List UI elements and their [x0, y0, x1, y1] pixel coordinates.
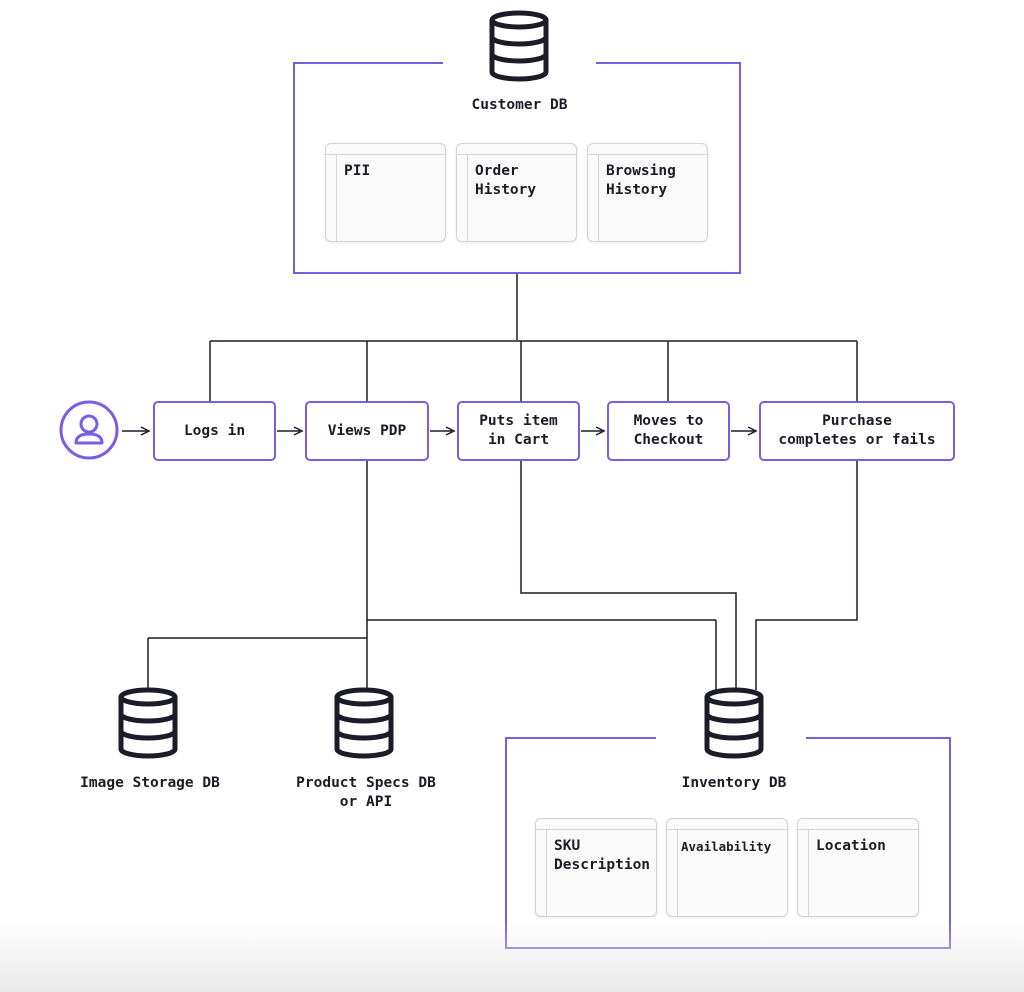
step-puts-item-in-cart: Puts item in Cart	[457, 401, 580, 461]
image-storage-db-title: Image Storage DB	[80, 775, 220, 791]
inventory-card-location: Location	[797, 818, 919, 917]
bottom-fade	[0, 922, 1024, 992]
customer-card-pii: PII	[325, 143, 446, 242]
step-label: Logs in	[183, 422, 246, 439]
step-label: Purchase completes or fails	[778, 413, 936, 448]
database-icon	[704, 687, 764, 759]
database-icon	[118, 687, 178, 759]
inventory-db-title: Inventory DB	[681, 775, 787, 791]
card-label: Browsing History	[606, 163, 676, 198]
card-label: PII	[344, 163, 371, 179]
database-icon	[334, 687, 394, 759]
step-label: Views PDP	[327, 422, 407, 439]
customer-db-title: Customer DB	[471, 97, 568, 113]
step-views-pdp: Views PDP	[305, 401, 429, 461]
inventory-card-availability: Availability	[666, 818, 788, 917]
customer-card-order-history: Order History	[456, 143, 577, 242]
inventory-card-sku-description: SKU Description	[535, 818, 657, 917]
database-icon	[489, 10, 549, 82]
card-label: SKU Description	[554, 838, 651, 873]
customer-card-browsing-history: Browsing History	[587, 143, 708, 242]
step-moves-to-checkout: Moves to Checkout	[607, 401, 730, 461]
step-label: Puts item in Cart	[479, 413, 558, 448]
step-purchase-completes: Purchase completes or fails	[759, 401, 955, 461]
user-icon	[59, 400, 119, 460]
card-label: Order History	[475, 163, 537, 198]
step-logs-in: Logs in	[153, 401, 276, 461]
product-specs-db-title: Product Specs DB or API	[296, 775, 436, 810]
step-label: Moves to Checkout	[633, 413, 704, 448]
card-label: Availability	[681, 839, 772, 854]
card-label: Location	[816, 838, 886, 854]
